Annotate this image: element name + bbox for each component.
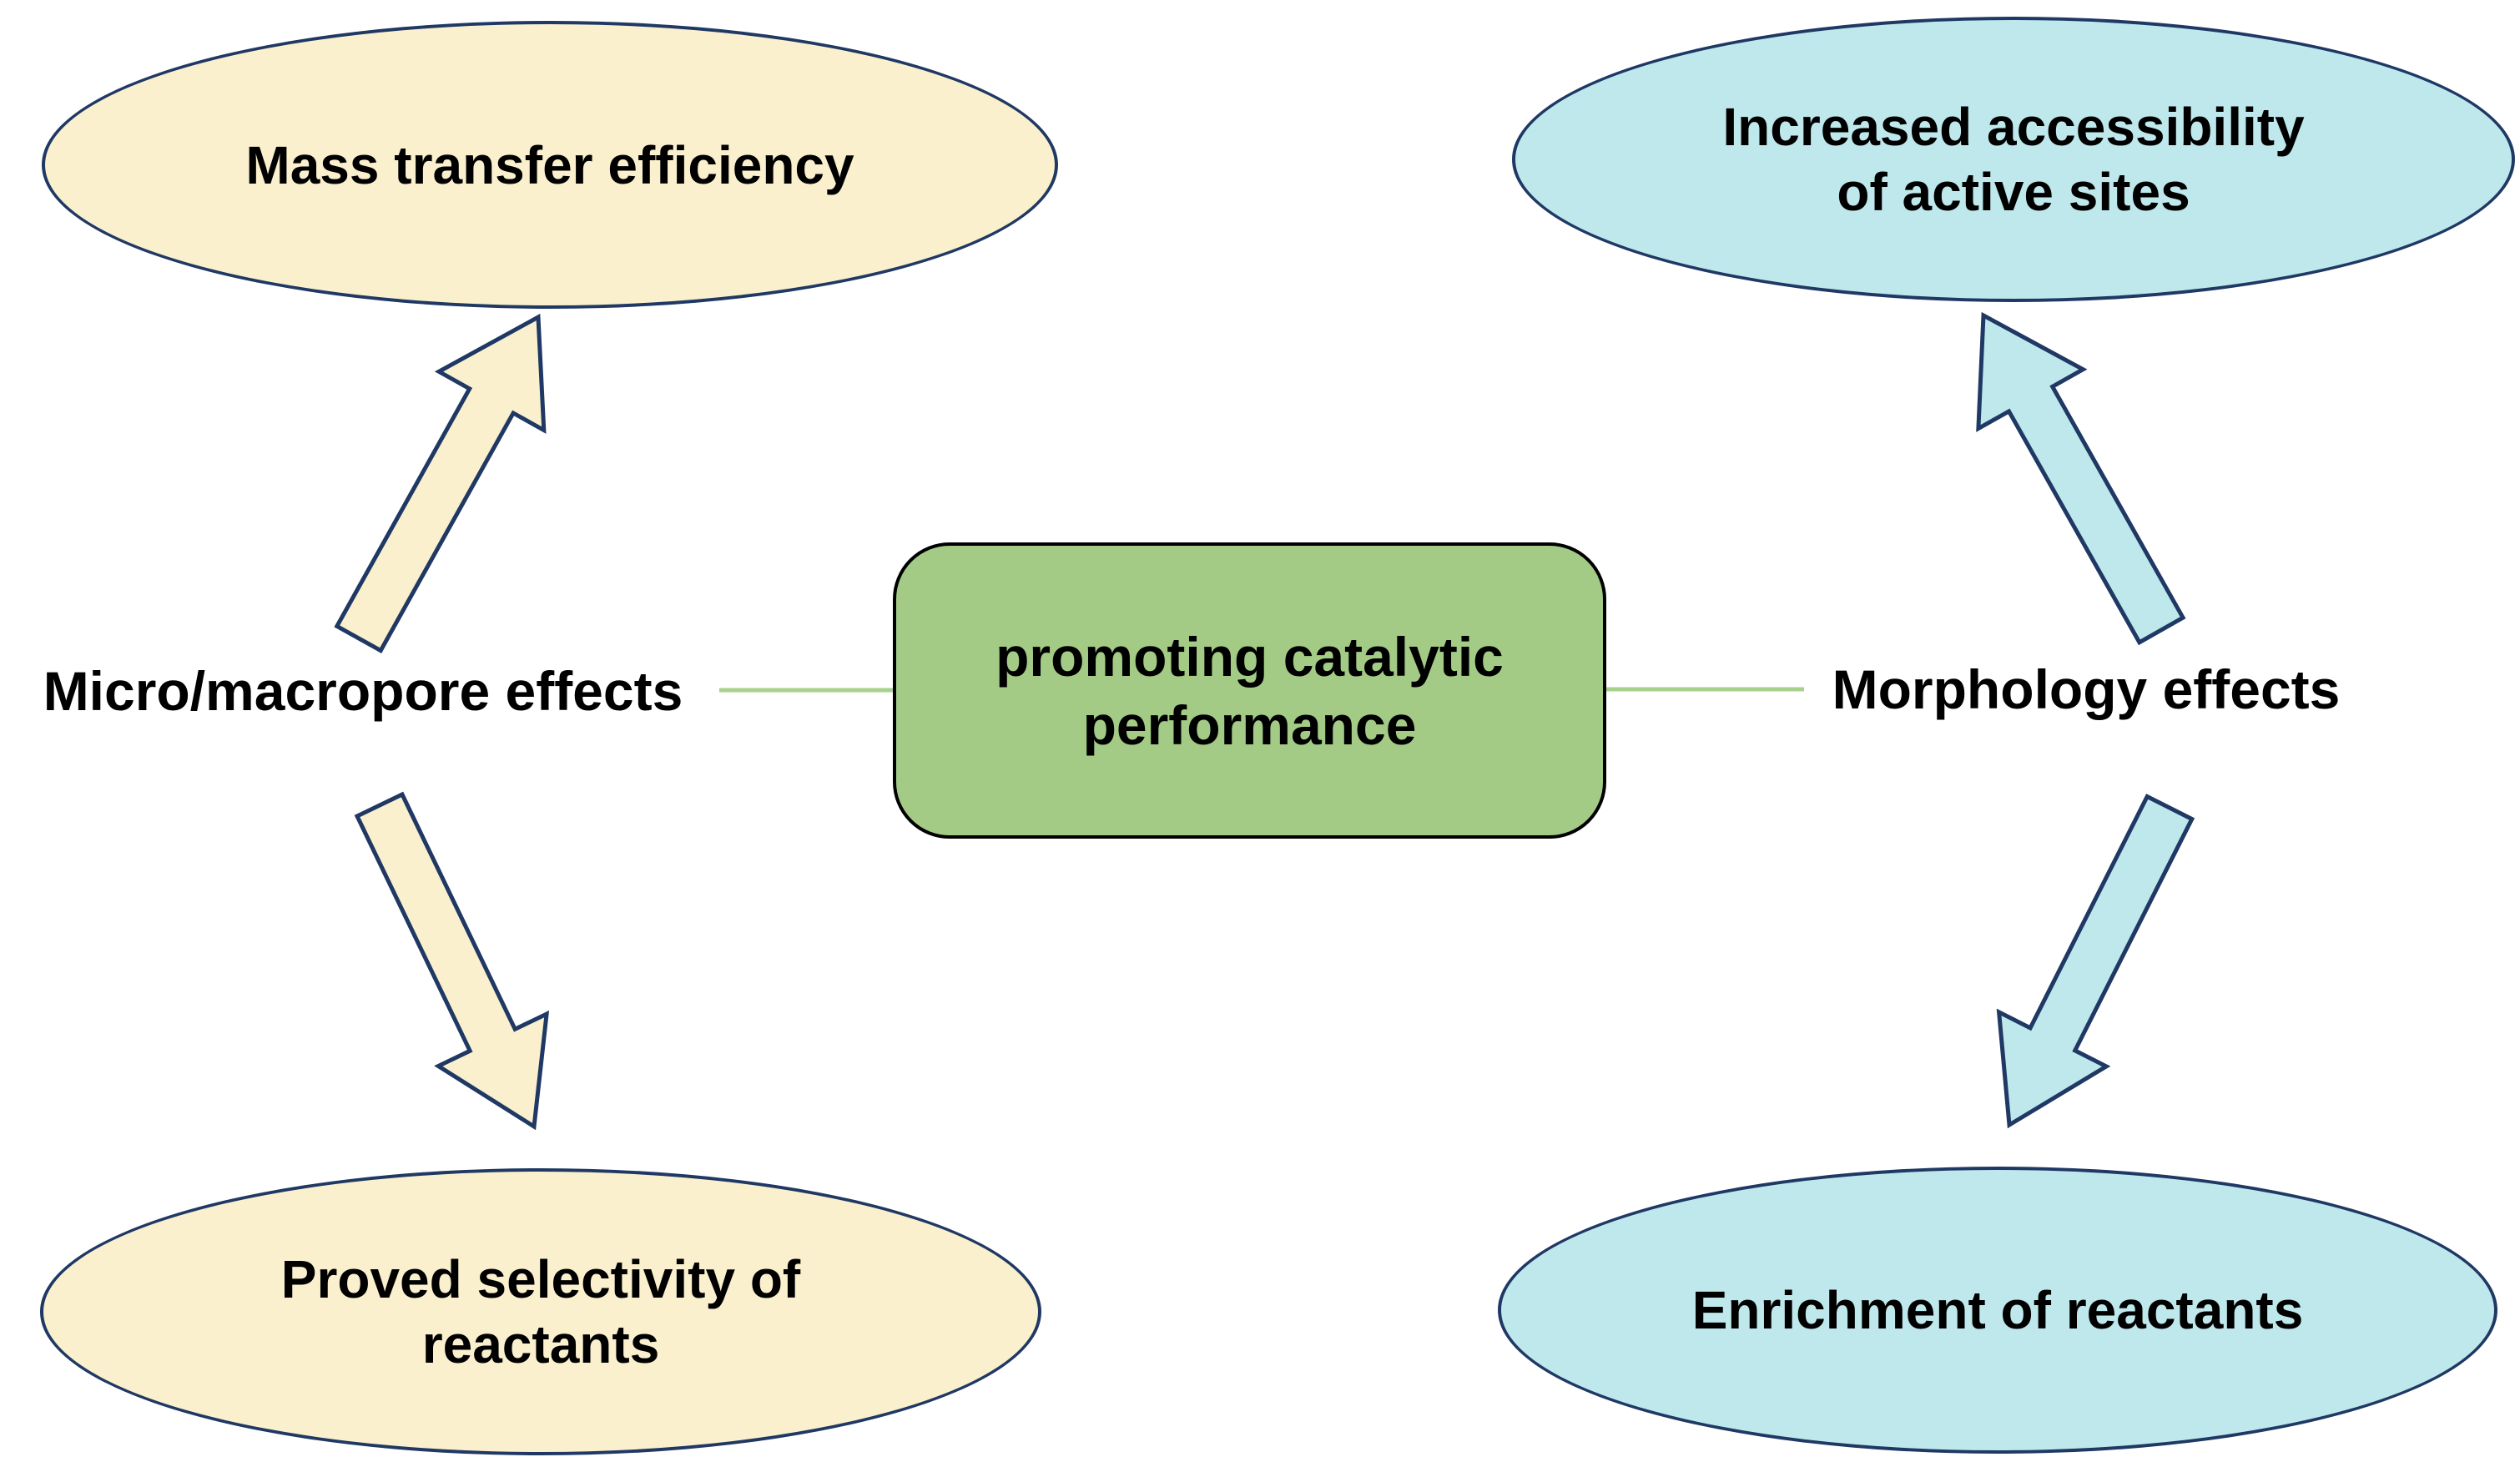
label-morphology-effects-text: Morphology effects bbox=[1832, 658, 2341, 720]
ellipse-enrichment-of-reactants-label: Enrichment of reactants bbox=[1691, 1280, 2304, 1340]
arrow-to-enrichment bbox=[1996, 794, 2195, 1129]
label-micro-macropore-effects: Micro/macropore effects bbox=[8, 651, 718, 730]
arrow-to-mass-transfer bbox=[334, 313, 547, 653]
arrow-to-proved-selectivity bbox=[354, 791, 550, 1131]
ellipse-enrichment-of-reactants: Enrichment of reactants bbox=[1498, 1167, 2497, 1454]
ellipse-proved-selectivity-label-line1: Proved selectivity of bbox=[280, 1249, 801, 1309]
arrow-to-increased-accessibility bbox=[1976, 311, 2186, 646]
ellipse-increased-accessibility-label-line1: Increased accessibility bbox=[1722, 97, 2305, 157]
label-morphology-effects: Morphology effects bbox=[1811, 649, 2361, 728]
ellipse-proved-selectivity: Proved selectivity of reactants bbox=[40, 1168, 1041, 1455]
ellipse-mass-transfer-efficiency: Mass transfer efficiency bbox=[42, 21, 1058, 309]
center-box-label-line1: promoting catalytic bbox=[995, 625, 1504, 688]
ellipse-increased-accessibility: Increased accessibility of active sites bbox=[1512, 17, 2515, 302]
ellipse-mass-transfer-efficiency-label: Mass transfer efficiency bbox=[245, 134, 854, 195]
ellipse-proved-selectivity-label-line2: reactants bbox=[421, 1314, 660, 1374]
center-box-promoting-catalytic-performance: promoting catalytic performance bbox=[893, 542, 1606, 839]
ellipse-increased-accessibility-label-line2: of active sites bbox=[1837, 162, 2190, 222]
label-micro-macropore-effects-text: Micro/macropore effects bbox=[43, 659, 683, 722]
center-box-label-line2: performance bbox=[1082, 693, 1417, 756]
